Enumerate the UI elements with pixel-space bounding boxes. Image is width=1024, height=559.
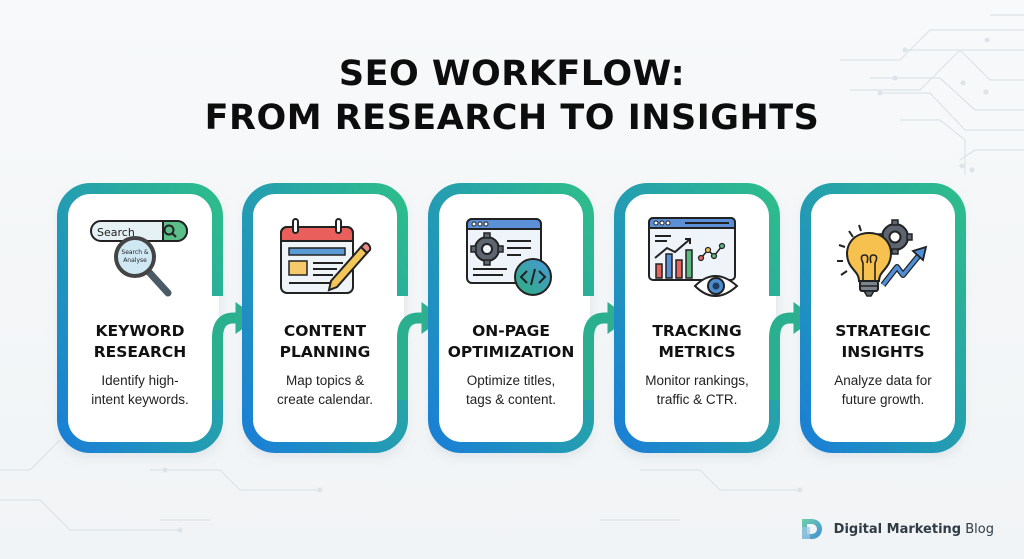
step-title-line-1: KEYWORD [95, 322, 185, 340]
step-desc-line-1: Optimize titles, [466, 373, 556, 388]
step-card-5: STRATEGIC INSIGHTS Analyze data for futu… [800, 183, 966, 453]
card-border-1 [57, 183, 223, 453]
step-description: Identify high- intent keywords. [57, 371, 223, 409]
step-card-2: CONTENT PLANNING Map topics & create cal… [242, 183, 408, 453]
step-title-line-2: METRICS [658, 343, 736, 361]
step-description: Optimize titles, tags & content. [428, 371, 594, 409]
svg-text:Search: Search [97, 226, 135, 239]
step-desc-line-2: create calendar. [276, 392, 374, 407]
step-title-line-2: PLANNING [279, 343, 371, 361]
step-title: CONTENT PLANNING [242, 321, 408, 363]
title-line-2: FROM RESEARCH TO INSIGHTS [204, 98, 820, 138]
step-title: TRACKING METRICS [614, 321, 780, 363]
step-description: Analyze data for future growth. [800, 371, 966, 409]
card-border-4 [614, 183, 780, 453]
step-title-line-2: INSIGHTS [841, 343, 925, 361]
page-title: SEO WORKFLOW: FROM RESEARCH TO INSIGHTS [0, 52, 1024, 140]
step-desc-line-1: Analyze data for [834, 373, 932, 388]
card-border-5 [800, 183, 966, 453]
title-line-1: SEO WORKFLOW: [338, 54, 686, 94]
step-card-1: Search Search & Analyse KEYWORD RESEARCH… [57, 183, 223, 453]
step-desc-line-1: Map topics & [285, 373, 365, 388]
webpage-gear-code-icon [428, 215, 594, 301]
svg-text:Analyse: Analyse [123, 257, 147, 264]
brand-bold: Digital Marketing [833, 521, 962, 537]
step-title-line-2: OPTIMIZATION [447, 343, 575, 361]
d-logo-icon [801, 519, 822, 539]
brand-name: Digital Marketing Blog [834, 522, 994, 537]
connector-arrow-4 [769, 312, 804, 400]
card-border-2 [242, 183, 408, 453]
step-title-line-1: STRATEGIC [835, 322, 931, 340]
lightbulb-gear-growth-icon [800, 215, 966, 301]
analytics-dashboard-eye-icon [614, 215, 780, 301]
step-title-line-2: RESEARCH [93, 343, 187, 361]
step-card-4: TRACKING METRICS Monitor rankings, traff… [614, 183, 780, 453]
step-desc-line-2: intent keywords. [91, 392, 189, 407]
step-card-3: ON-PAGE OPTIMIZATION Optimize titles, ta… [428, 183, 594, 453]
step-desc-line-2: traffic & CTR. [656, 392, 738, 407]
calendar-pencil-icon [242, 215, 408, 301]
connector-arrow-1 [212, 312, 246, 400]
step-desc-line-1: Identify high- [101, 373, 179, 388]
connector-arrow-2 [397, 312, 432, 400]
brand-footer: Digital Marketing Blog [800, 517, 994, 541]
step-desc-line-2: future growth. [841, 392, 925, 407]
step-desc-line-1: Monitor rankings, [645, 373, 749, 388]
card-border-3 [428, 183, 594, 453]
connector-arrow-3 [583, 312, 618, 400]
step-title: STRATEGIC INSIGHTS [800, 321, 966, 363]
step-title: ON-PAGE OPTIMIZATION [428, 321, 594, 363]
step-description: Monitor rankings, traffic & CTR. [614, 371, 780, 409]
brand-light: Blog [965, 521, 994, 537]
search-analyse-icon: Search Search & Analyse [57, 215, 223, 301]
svg-text:Search &: Search & [121, 249, 149, 256]
step-title-line-1: ON-PAGE [472, 322, 550, 340]
step-title: KEYWORD RESEARCH [57, 321, 223, 363]
step-desc-line-2: tags & content. [465, 392, 557, 407]
step-title-line-1: CONTENT [283, 322, 367, 340]
step-description: Map topics & create calendar. [242, 371, 408, 409]
step-title-line-1: TRACKING [652, 322, 742, 340]
